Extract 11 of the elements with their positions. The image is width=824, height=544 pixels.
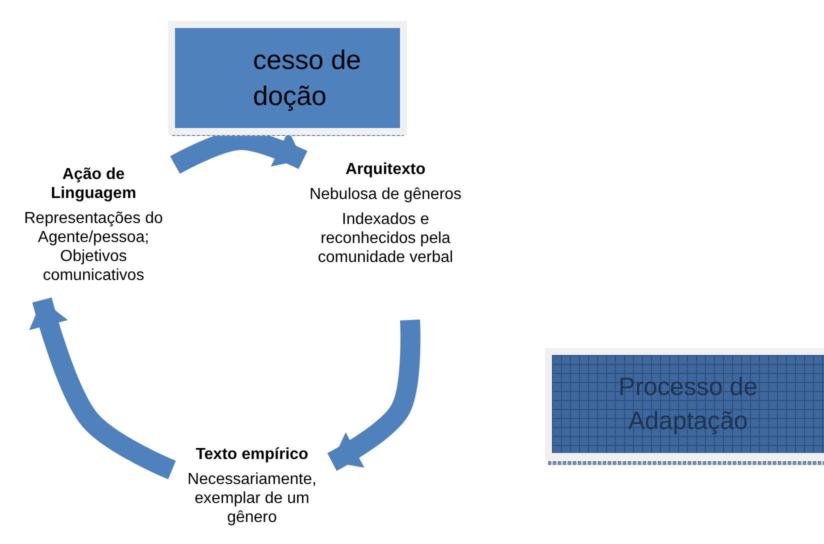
curved-arrow [29,297,176,480]
node-text: Indexados e reconhecidos pela comunidade verbal [316,210,454,267]
node-text: Nebulosa de gêneros [308,185,463,204]
process-box: Processo de Adaptação [552,355,824,453]
node-heading: Ação de Linguagem [50,165,138,203]
node-heading: Texto empírico [194,445,310,464]
curved-arrow [327,320,420,471]
node-heading: Arquitexto [344,160,426,179]
process-box: cesso de doção [175,28,400,128]
node-text: Representações do Agente/pessoa; Objetivos comunicativos [23,209,164,285]
node-text: Necessariamente, exemplar de um gênero [186,470,318,527]
